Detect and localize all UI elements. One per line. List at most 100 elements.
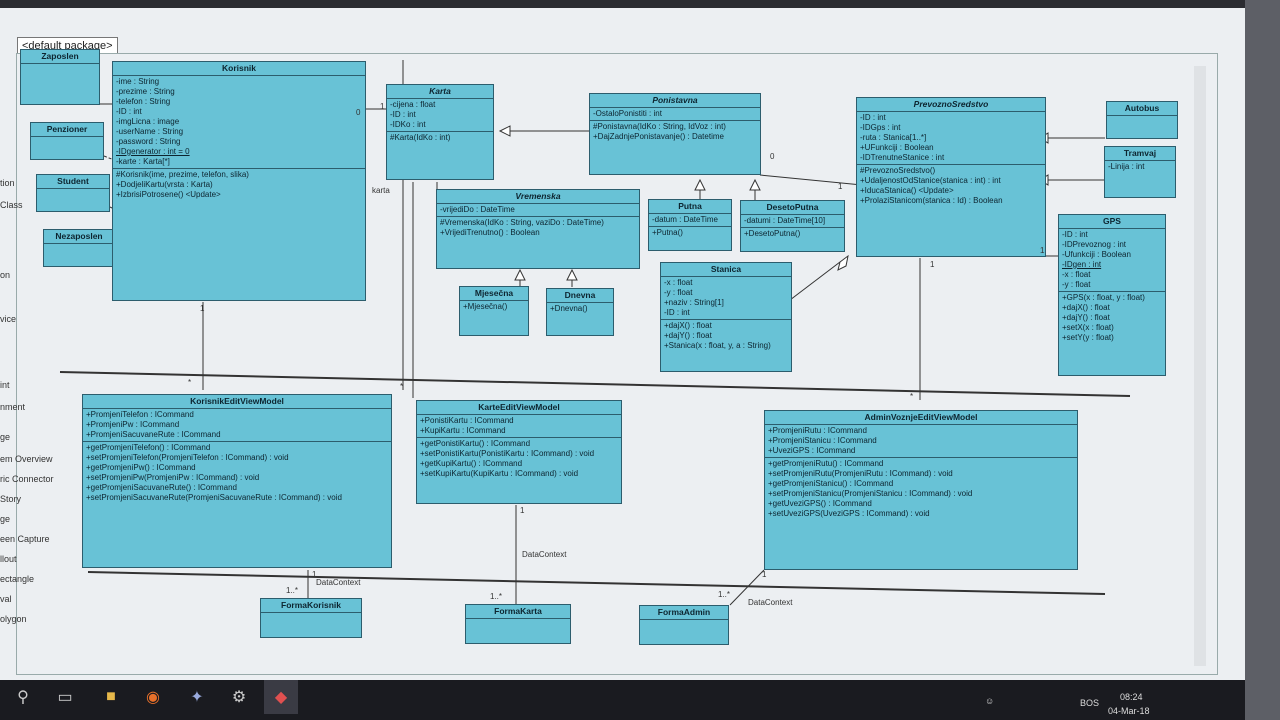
attribute: +PromjeniTelefon : ICommand xyxy=(86,409,194,419)
firefox-icon[interactable]: ◉ xyxy=(146,689,160,706)
operation: #Korisnik(ime, prezime, telefon, slika) xyxy=(116,169,249,179)
palette-item[interactable]: nment xyxy=(0,402,26,412)
attributes: -x : float -y : float +naziv : String[1]… xyxy=(661,277,791,320)
attribute: -imgLicna : image xyxy=(116,116,180,126)
attributes: -datum : DateTime xyxy=(649,214,731,227)
palette-item[interactable]: int xyxy=(0,380,10,390)
palette-item[interactable]: llout xyxy=(0,554,17,564)
palette-item[interactable]: em Overview xyxy=(0,454,53,464)
class-admin-voznje-edit-view-model[interactable]: AdminVoznjeEditViewModel +PromjeniRutu :… xyxy=(764,410,1078,570)
class-korisnik[interactable]: Korisnik -ime : String -prezime : String… xyxy=(112,61,366,301)
operation: +UdaljenostOdStanice(stanica : int) : in… xyxy=(860,175,1001,185)
class-title: KorisnikEditViewModel xyxy=(83,395,391,409)
multiplicity-label: 1 xyxy=(200,304,205,313)
palette-item[interactable]: val xyxy=(0,594,12,604)
class-title: Zaposlen xyxy=(21,50,99,64)
attribute: +PromjeniPw : ICommand xyxy=(86,419,180,429)
class-forma-korisnik[interactable]: FormaKorisnik xyxy=(260,598,362,638)
operation: +Dnevna() xyxy=(550,303,588,313)
class-karte-edit-view-model[interactable]: KarteEditViewModel +PonistiKartu : IComm… xyxy=(416,400,622,504)
class-title: Nezaposlen xyxy=(44,230,114,244)
class-zaposlen[interactable]: Zaposlen xyxy=(20,49,100,105)
app-icon[interactable]: ✦ xyxy=(190,689,204,706)
task-view-icon[interactable]: ▭ xyxy=(57,689,73,706)
multiplicity-label: 1 xyxy=(930,260,935,269)
class-prevozno-sredstvo[interactable]: PrevoznoSredstvo -ID : int -IDGps : int … xyxy=(856,97,1046,257)
palette-item[interactable]: vice xyxy=(0,314,17,324)
attribute: -IDPrevoznog : int xyxy=(1062,239,1127,249)
class-title: Autobus xyxy=(1107,102,1177,116)
operations: +getPromjeniTelefon() : ICommand +setPro… xyxy=(83,442,391,504)
attribute: -ruta : Stanica[1..*] xyxy=(860,132,927,142)
taskbar: ⚲ ▭ ■ ◉ ✦ ⚙ ◆ ☺ BOS 08:24 04-Mar-18 xyxy=(0,680,1245,720)
palette-item[interactable]: tion xyxy=(0,178,15,188)
attribute: -y : float xyxy=(1062,279,1091,289)
palette-item[interactable]: een Capture xyxy=(0,534,50,544)
attributes: -vrijediDo : DateTime xyxy=(437,204,639,217)
file-explorer-icon[interactable]: ■ xyxy=(106,688,116,705)
operation: +dajX() : float xyxy=(1062,302,1110,312)
class-forma-admin[interactable]: FormaAdmin xyxy=(639,605,729,645)
class-penzioner[interactable]: Penzioner xyxy=(30,122,104,160)
vertical-scrollbar[interactable] xyxy=(1194,66,1206,666)
class-mjesecna[interactable]: Mjesečna +Mjesečna() xyxy=(459,286,529,336)
operation: +setPromjeniSacuvaneRute(PromjeniSacuvan… xyxy=(86,492,342,502)
attribute: -ID : int xyxy=(1062,229,1088,239)
class-vremenska[interactable]: Vremenska -vrijediDo : DateTime #Vremens… xyxy=(436,189,640,269)
palette-item[interactable]: Class xyxy=(0,200,23,210)
palette-item[interactable]: ectangle xyxy=(0,574,35,584)
class-putna[interactable]: Putna -datum : DateTime +Putna() xyxy=(648,199,732,251)
operations: #Korisnik(ime, prezime, telefon, slika) … xyxy=(113,169,365,201)
settings-gear-icon[interactable]: ⚙ xyxy=(231,689,247,706)
class-gps[interactable]: GPS -ID : int -IDPrevoznog : int -Ufunkc… xyxy=(1058,214,1166,376)
operations: #Ponistavna(IdKo : String, IdVoz : int) … xyxy=(590,121,760,143)
multiplicity-label: 1 xyxy=(762,570,767,579)
attributes: -ID : int -IDPrevoznog : int -Ufunkciji … xyxy=(1059,229,1165,292)
class-desetoputna[interactable]: DesetoPutna -datumi : DateTime[10] +Dese… xyxy=(740,200,845,252)
operation: +setKupiKartu(KupiKartu : ICommand) : vo… xyxy=(420,468,579,478)
attribute: -karte : Karta[*] xyxy=(116,156,170,166)
palette-item[interactable]: on xyxy=(0,270,11,280)
palette-item[interactable]: ge xyxy=(0,432,11,442)
class-student[interactable]: Student xyxy=(36,174,110,212)
datacontext-label: DataContext xyxy=(522,550,567,559)
operation: +setPromjeniTelefon(PromjeniTelefon : IC… xyxy=(86,452,289,462)
class-title: Karta xyxy=(387,85,493,99)
operation: +DodjeliKartu(vrsta : Karta) xyxy=(116,179,213,189)
class-karta[interactable]: Karta -cijena : float -ID : int -IDKo : … xyxy=(386,84,494,180)
operations: +Mjesečna() xyxy=(460,301,528,313)
attribute: -x : float xyxy=(1062,269,1091,279)
class-title: KarteEditViewModel xyxy=(417,401,621,415)
class-nezaposlen[interactable]: Nezaposlen xyxy=(43,229,115,267)
class-tramvaj[interactable]: Tramvaj -Linija : int xyxy=(1104,146,1176,198)
clock-date[interactable]: 04-Mar-18 xyxy=(1108,706,1150,716)
palette-item[interactable]: Story xyxy=(0,494,22,504)
operation: +setY(y : float) xyxy=(1062,332,1114,342)
operations: +getPonistiKartu() : ICommand +setPonist… xyxy=(417,438,621,480)
operation: +getPromjeniSacuvaneRute() : ICommand xyxy=(86,482,237,492)
palette-item[interactable]: ric Connector xyxy=(0,474,54,484)
attribute: -IDGps : int xyxy=(860,122,901,132)
class-korisnik-edit-view-model[interactable]: KorisnikEditViewModel +PromjeniTelefon :… xyxy=(82,394,392,568)
palette-item[interactable]: ge xyxy=(0,514,11,524)
uml-app-icon[interactable]: ◆ xyxy=(264,680,298,714)
attribute: +PonistiKartu : ICommand xyxy=(420,415,514,425)
diagram-canvas[interactable] xyxy=(16,53,1218,675)
palette-item[interactable]: olygon xyxy=(0,614,27,624)
multiplicity-label: 1 xyxy=(312,570,317,579)
clock-time[interactable]: 08:24 xyxy=(1120,692,1143,702)
operation: +IducaStanica() <Update> xyxy=(860,185,954,195)
attribute: -telefon : String xyxy=(116,96,171,106)
class-forma-karta[interactable]: FormaKarta xyxy=(465,604,571,644)
class-stanica[interactable]: Stanica -x : float -y : float +naziv : S… xyxy=(660,262,792,372)
class-ponistavna[interactable]: Ponistavna -OstaloPonistiti : int #Ponis… xyxy=(589,93,761,175)
operation: +IzbrisiPotrosene() <Update> xyxy=(116,189,221,199)
class-title: DesetoPutna xyxy=(741,201,844,215)
class-title: Student xyxy=(37,175,109,189)
class-autobus[interactable]: Autobus xyxy=(1106,101,1178,139)
language-indicator[interactable]: BOS xyxy=(1080,698,1100,708)
people-icon[interactable]: ☺ xyxy=(985,696,995,706)
class-dnevna[interactable]: Dnevna +Dnevna() xyxy=(546,288,614,336)
search-icon[interactable]: ⚲ xyxy=(17,689,29,706)
operation: +getPromjeniStanicu() : ICommand xyxy=(768,478,894,488)
